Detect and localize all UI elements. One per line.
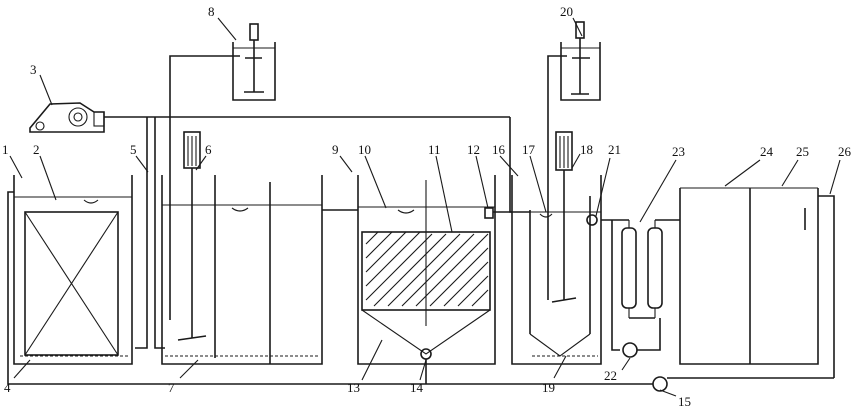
- outlet-12: [484, 207, 494, 219]
- columns-23: [601, 219, 680, 351]
- label-4: 4: [4, 380, 11, 395]
- number-labels: 1 2 3 4 5 6 7 8 9 10 11 12 13 14 15 16 1…: [2, 4, 852, 409]
- tank-10: [357, 175, 496, 365]
- label-10: 10: [358, 142, 371, 157]
- label-12: 12: [467, 142, 480, 157]
- label-6: 6: [205, 142, 212, 157]
- label-3: 3: [30, 62, 37, 77]
- dosing-tank-20: [547, 21, 601, 300]
- dosing-tank-8: [169, 23, 276, 320]
- valve-21: [586, 214, 598, 226]
- mixer-18: [551, 131, 577, 303]
- label-19: 19: [542, 380, 555, 395]
- label-15: 15: [678, 394, 691, 409]
- tank-7: [161, 175, 323, 365]
- filter-media-2: [24, 211, 119, 356]
- label-8: 8: [208, 4, 215, 19]
- label-17: 17: [522, 142, 536, 157]
- label-22: 22: [604, 368, 617, 383]
- leader-lines: [9, 17, 841, 397]
- label-20: 20: [560, 4, 573, 19]
- pump-22: [622, 342, 638, 358]
- label-14: 14: [410, 380, 424, 395]
- label-18: 18: [580, 142, 593, 157]
- label-23: 23: [672, 144, 685, 159]
- label-21: 21: [608, 142, 621, 157]
- label-2: 2: [33, 142, 40, 157]
- label-26: 26: [838, 144, 852, 159]
- return-line: [7, 191, 834, 392]
- blower-3: [29, 102, 510, 133]
- label-16: 16: [492, 142, 506, 157]
- label-1: 1: [2, 142, 9, 157]
- tank-1: [13, 175, 133, 365]
- label-13: 13: [347, 380, 360, 395]
- label-24: 24: [760, 144, 774, 159]
- tank-24-25: [679, 187, 835, 378]
- mixer-6: [177, 131, 207, 341]
- label-5: 5: [130, 142, 137, 157]
- label-25: 25: [796, 144, 809, 159]
- label-11: 11: [428, 142, 441, 157]
- label-9: 9: [332, 142, 339, 157]
- tank-16: [511, 175, 602, 365]
- label-7: 7: [168, 380, 175, 395]
- pump-15: [652, 376, 668, 392]
